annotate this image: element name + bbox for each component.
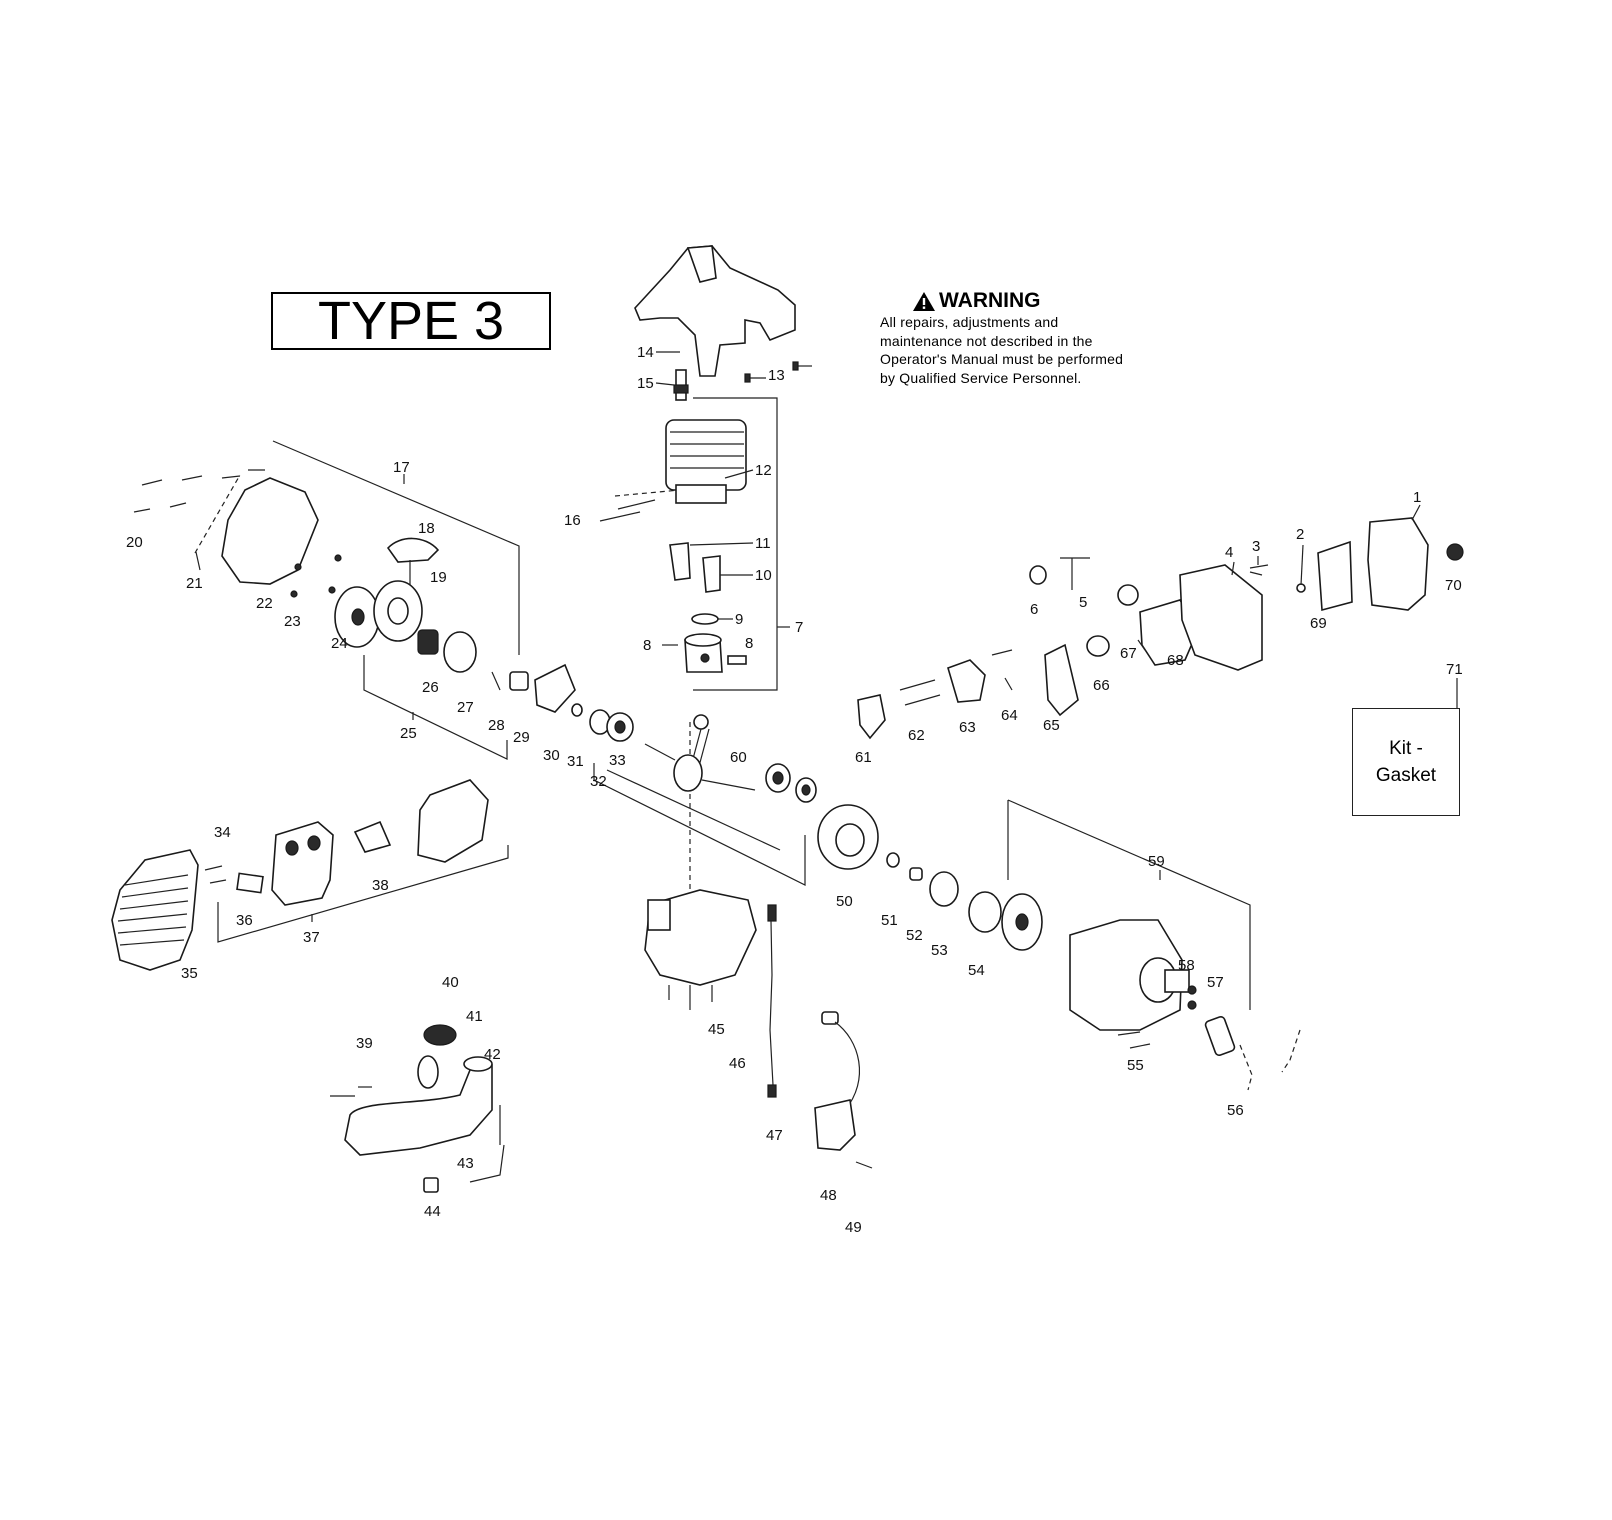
air-filter-cover [1367,517,1429,611]
callout-54: 54 [968,962,985,979]
callout-65: 65 [1043,717,1060,734]
callout-36: 36 [236,912,253,929]
callout-43: 43 [457,1155,474,1172]
starter-housing [221,477,319,585]
callout-5: 5 [1079,594,1087,611]
warning-triangle-icon [913,291,935,311]
leader-lines [655,351,1421,651]
callout-12: 12 [755,462,772,479]
warning-body: All repairs, adjustments and maintenance… [880,314,1124,386]
callout-48: 48 [820,1187,837,1204]
callout-39: 39 [356,1035,373,1052]
callout-56: 56 [1227,1102,1244,1119]
warning-heading: WARNING [880,290,1130,312]
callout-13: 13 [768,367,785,384]
callout-29: 29 [513,729,530,746]
callout-7: 7 [795,619,803,636]
callout-11: 11 [755,535,771,552]
callout-37: 37 [303,929,320,946]
callout-10: 10 [755,567,772,584]
callout-8a: 8 [643,637,651,654]
callout-58: 58 [1178,957,1195,974]
callout-46: 46 [729,1055,746,1072]
callout-41: 41 [466,1008,483,1025]
top-cover [634,245,796,377]
callout-19: 19 [430,569,447,586]
callout-63: 63 [959,719,976,736]
callout-22: 22 [256,595,273,612]
callout-15: 15 [637,375,654,392]
callout-51: 51 [881,912,898,929]
callout-4: 4 [1225,544,1233,561]
callout-55: 55 [1127,1057,1144,1074]
callout-28: 28 [488,717,505,734]
callout-3: 3 [1252,538,1260,555]
callout-67: 67 [1120,645,1137,662]
callout-45: 45 [708,1021,725,1038]
callout-25: 25 [400,725,417,742]
callout-57: 57 [1207,974,1224,991]
callout-47: 47 [766,1127,783,1144]
callout-33: 33 [609,752,626,769]
callout-21: 21 [186,575,203,592]
callout-9: 9 [735,611,743,628]
callout-70: 70 [1445,577,1462,594]
callout-66: 66 [1093,677,1110,694]
callout-60: 60 [730,749,747,766]
callout-17: 17 [393,459,410,476]
air-cover [111,849,199,971]
warning-heading-text: WARNING [939,289,1041,312]
callout-27: 27 [457,699,474,716]
callout-32: 32 [590,773,607,790]
callout-20: 20 [126,534,143,551]
callout-31: 31 [567,753,584,770]
callout-59: 59 [1148,853,1165,870]
callout-64: 64 [1001,707,1018,724]
callout-62: 62 [908,727,925,744]
type-label: TYPE 3 [271,291,551,351]
callout-49: 49 [845,1219,862,1236]
callout-24: 24 [331,635,348,652]
clutch [968,891,1002,933]
kit-gasket-box: Kit - Gasket [1352,708,1460,816]
callout-38: 38 [372,877,389,894]
callout-1: 1 [1413,489,1421,506]
callout-35: 35 [181,965,198,982]
callout-61: 61 [855,749,872,766]
callout-14: 14 [637,344,654,361]
callout-71: 71 [1446,661,1463,678]
callout-23: 23 [284,613,301,630]
group-lines [194,397,1458,1091]
callout-18: 18 [418,520,435,537]
fuel-tank [344,1059,493,1156]
callout-30: 30 [543,747,560,764]
callout-40: 40 [442,974,459,991]
callout-44: 44 [424,1203,441,1220]
muffler [271,821,334,906]
clutch-housing [1069,919,1183,1031]
callout-68: 68 [1167,652,1184,669]
callout-16: 16 [564,512,581,529]
air-filter [1317,540,1353,612]
callout-26: 26 [422,679,439,696]
warning-notice: WARNING All repairs, adjustments and mai… [880,290,1130,387]
callout-50: 50 [836,893,853,910]
callout-2: 2 [1296,526,1304,543]
callout-53: 53 [931,942,948,959]
callout-69: 69 [1310,615,1327,632]
callout-6: 6 [1030,601,1038,618]
engine-parts [111,245,1464,1193]
callout-labels: 1 2 3 4 5 6 7 8 8 9 10 11 12 13 14 15 16… [126,344,1463,1236]
air-box [1179,564,1263,671]
callout-8b: 8 [745,635,753,652]
callout-52: 52 [906,927,923,944]
crankcase [644,889,757,986]
callout-42: 42 [484,1046,501,1063]
ignition-coil [814,1099,856,1151]
cylinder [665,419,747,491]
callout-34: 34 [214,824,231,841]
